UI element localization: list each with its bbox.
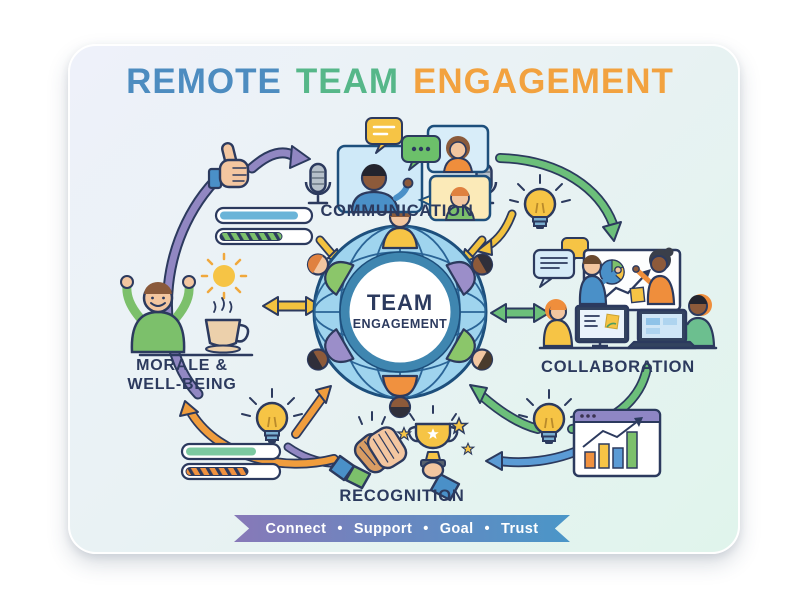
- progress-bars-bottom: [180, 442, 282, 481]
- monitor-icon: [574, 304, 630, 348]
- person-upper-right: [445, 253, 494, 296]
- video-call-window-bottom: [417, 174, 492, 222]
- arrow-green-double: [490, 303, 550, 323]
- sun-icon: [200, 252, 248, 300]
- arrow-green-topright: [495, 153, 622, 242]
- communication-cluster: [304, 117, 498, 222]
- speech-bubble-dots-icon: [401, 135, 441, 171]
- star-icon: [461, 442, 475, 455]
- trophy-icon: [407, 405, 461, 502]
- person-upper-left: [306, 253, 355, 296]
- bar-chart-window: [572, 408, 662, 478]
- star-icon: [450, 417, 468, 434]
- page-title: REMOTE TEAM ENGAGEMENT: [0, 62, 800, 102]
- title-word-team: TEAM: [295, 62, 400, 101]
- clapping-hands: [328, 426, 408, 490]
- globe-hub: [306, 205, 494, 419]
- hub-center-label: TEAM ENGAGEMENT: [345, 290, 455, 331]
- label-morale-line1: MORALE &: [136, 357, 228, 374]
- lightbulb-icon: [517, 388, 581, 446]
- person-lower-left: [306, 328, 355, 371]
- person-lower-right: [445, 328, 494, 371]
- person-bottom: [381, 374, 419, 419]
- thumbs-up-icon: [207, 142, 250, 190]
- ribbon-item-connect: Connect: [265, 520, 327, 537]
- coffee-cup-icon: [204, 297, 250, 354]
- title-word-engagement: ENGAGEMENT: [413, 62, 674, 101]
- arrow-purple-to-communication: [246, 145, 311, 174]
- person-at-monitor: [542, 299, 574, 348]
- microphone-icon: [304, 162, 332, 205]
- progress-bars-top: [214, 206, 314, 246]
- arrow-yellow-double: [262, 296, 322, 316]
- video-call-window-main: [336, 144, 424, 214]
- morale-cluster: [120, 252, 254, 357]
- laptop-icon: [626, 308, 698, 350]
- cheering-person: [120, 275, 196, 354]
- ribbon-item-goal: Goal: [439, 520, 474, 537]
- ribbon-separator: •: [423, 520, 429, 537]
- title-word-remote: REMOTE: [126, 62, 282, 101]
- ribbon-item-trust: Trust: [501, 520, 539, 537]
- ribbon-separator: •: [484, 520, 491, 537]
- hub-label-line1: TEAM: [366, 290, 434, 315]
- label-communication: COMMUNICATION: [320, 202, 474, 220]
- hub-center-circle: [340, 252, 460, 372]
- arrow-orange-to-globe: [291, 385, 332, 439]
- arrow-purple-left: [161, 164, 232, 400]
- arrow-yellow-curved: [476, 209, 517, 256]
- label-collaboration: COLLABORATION: [541, 358, 695, 376]
- hub-label-line2: ENGAGEMENT: [352, 317, 448, 331]
- person-presenter: [578, 255, 622, 306]
- recognition-cluster: [328, 405, 475, 502]
- ribbon-separator: •: [337, 520, 343, 537]
- team-members-around-globe: [306, 205, 494, 419]
- person-pointing: [632, 247, 676, 306]
- label-recognition: RECOGNITION: [339, 487, 465, 505]
- collaboration-cluster: [532, 237, 718, 350]
- speech-bubble-lines-icon: [532, 237, 589, 288]
- ribbon-item-support: Support: [353, 520, 413, 537]
- label-morale-line2: WELL-BEING: [127, 376, 237, 393]
- person-at-laptop: [668, 294, 716, 348]
- arrow-blue-to-recognition: [485, 443, 589, 471]
- sparkle-lines: [358, 411, 386, 425]
- arrow-green-to-globe: [469, 384, 543, 434]
- label-morale: MORALE & WELL-BEING: [127, 356, 236, 394]
- lightbulb-icon: [508, 173, 572, 231]
- speech-bubble-lines-icon: [365, 117, 403, 154]
- values-ribbon: Connect • Support • Goal • Trust: [234, 515, 570, 542]
